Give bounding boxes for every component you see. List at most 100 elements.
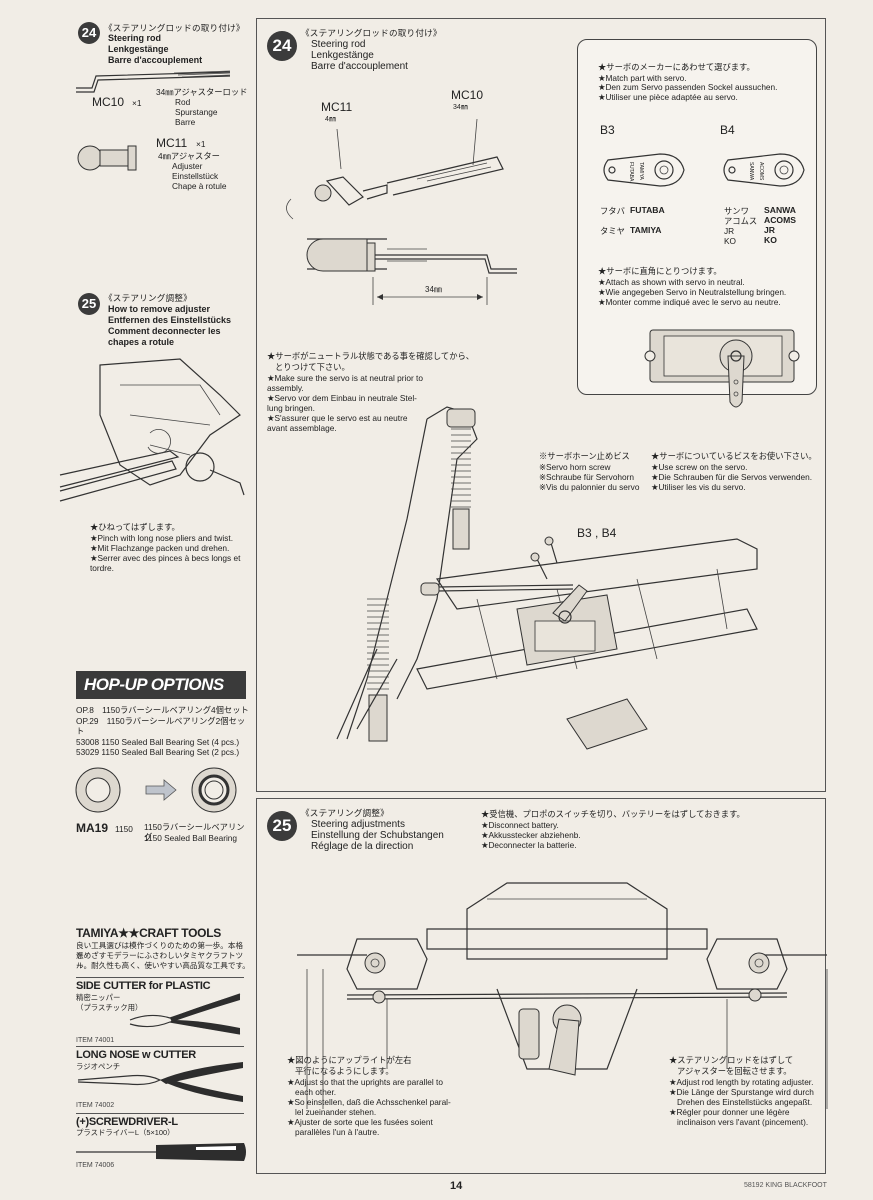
panel-mc10-label: MC10 xyxy=(451,88,484,102)
rod-adjust-note-fr-2: inclinaison vers l'avant (pincement). xyxy=(677,1117,809,1127)
page-number: 14 xyxy=(450,1180,463,1192)
b4-horn-text: ACOMS SANWA xyxy=(748,162,764,181)
adjuster-mc11-drawing xyxy=(77,145,137,171)
step-25-fr-title: Comment deconnecter les xyxy=(108,326,221,336)
servo-horn-b4-drawing xyxy=(723,153,805,187)
servo-horn-b3-drawing xyxy=(603,153,685,187)
upright-note-de-2: lel zueinander stehen. xyxy=(295,1107,377,1117)
mc10-code: MC10 xyxy=(92,95,125,109)
battery-note-en: ★Disconnect battery. xyxy=(481,820,559,830)
step-24-fr-title: Barre d'accouplement xyxy=(108,55,203,65)
hopup-op29: OP.29 1150ラバーシールベアリング2個セット xyxy=(76,716,246,736)
long-nose-item: ITEM 74002 xyxy=(76,1102,115,1109)
screw-note-fr: ※Vis du palonnier du servo xyxy=(539,482,640,492)
step-25-de-title: Entfernen des Einstellstücks xyxy=(108,315,232,325)
b3-brand-en-2: TAMIYA xyxy=(630,225,662,235)
long-nose-jp: ラジオペンチ xyxy=(76,1062,121,1071)
step-25-badge: 25 xyxy=(78,293,100,315)
screwdriver-jp: プラスドライバーL（5×100） xyxy=(76,1128,175,1137)
b3-label: B3 xyxy=(600,123,615,137)
b4-brand-jp-2: アコムス xyxy=(724,216,758,226)
left-column: 24 《ステアリングロッドの取り付け》 Steering rod Lenkges… xyxy=(0,0,250,1190)
step-25-panel-en: Steering adjustments xyxy=(311,819,405,830)
pinch-note-en: ★Pinch with long nose pliers and twist. xyxy=(90,533,234,543)
mc10-jp: 34㎜アジャスターロッド xyxy=(156,87,248,97)
pinch-note-fr-2: tordre. xyxy=(90,563,114,573)
b3-horn-text: TAMIYA FUTABA xyxy=(628,162,644,182)
mc10-de: Spurstange xyxy=(175,107,218,117)
step-24-de-title: Lenkgestänge xyxy=(108,44,169,54)
ma19-code: MA19 xyxy=(76,821,109,835)
panel-mc11-label: MC11 xyxy=(321,100,353,114)
craft-tools-title: TAMIYA★★CRAFT TOOLS xyxy=(76,926,221,940)
servo-attach-de: ★Wie angegeben Servo in Neutralstellung … xyxy=(598,287,787,297)
step-25-panel: 25 《ステアリング調整》 Steering adjustments Einst… xyxy=(256,798,828,1174)
neutral-note-jp-2: とりつけて下さい。 xyxy=(275,362,350,372)
neutral-note-de: ★Servo vor dem Einbau in neutrale Stel- xyxy=(267,393,417,403)
long-nose-icon xyxy=(77,1062,243,1102)
servo-match-de: ★Den zum Servo passenden Sockel aussuche… xyxy=(598,82,778,92)
pinch-note-jp: ★ひねってはずします。 xyxy=(90,522,180,532)
neutral-note-fr: ★S'assurer que le servo est au neutre xyxy=(267,413,408,423)
servo-attach-en: ★Attach as shown with servo in neutral. xyxy=(598,277,745,287)
screw-note-de: ※Schraube für Servohorn xyxy=(539,472,635,482)
b4-brand-en-2: ACOMS xyxy=(764,215,796,225)
step-24-panel-de: Lenkgestänge xyxy=(311,50,374,61)
hopup-item-53008: 53008 1150 Sealed Ball Bearing Set (4 pc… xyxy=(76,737,240,747)
mc11-en: Adjuster xyxy=(172,161,203,171)
b4-brand-jp-1: サンワ xyxy=(724,206,749,216)
b4-brand-en-4: KO xyxy=(764,235,777,245)
use-screw-de: ★Die Schrauben für die Servos verwenden. xyxy=(651,472,813,482)
step-24-panel-en: Steering rod xyxy=(311,39,366,50)
servo-attach-fr: ★Monter comme indiqué avec le servo au n… xyxy=(598,297,781,307)
mc11-fr: Chape à rotule xyxy=(172,181,227,191)
neutral-note-en: ★Make sure the servo is at neutral prior… xyxy=(267,373,423,383)
step-24-panel-jp-title: 《ステアリングロッドの取り付け》 xyxy=(301,28,442,38)
screw-note-en: ※Servo horn screw xyxy=(539,462,611,472)
step-25-jp-title: 《ステアリング調整》 xyxy=(104,293,192,303)
rod-length-dimension: 34㎜ xyxy=(425,285,442,294)
hopup-options-banner: HOP-UP OPTIONS xyxy=(76,671,246,699)
screwdriver-name: (+)SCREWDRIVER-L xyxy=(76,1116,178,1128)
mc10-fr: Barre xyxy=(175,117,196,127)
panel-mc11-size: 4㎜ xyxy=(325,116,336,123)
use-screw-en: ★Use screw on the servo. xyxy=(651,462,748,472)
panel-mc10-size: 34㎜ xyxy=(453,104,468,111)
b3-b4-callout: B3 , B4 xyxy=(577,526,617,540)
upright-note-jp-2: 平行になるようにします。 xyxy=(295,1066,394,1076)
model-footer: 58192 KING BLACKFOOT xyxy=(744,1182,827,1189)
upright-note-de: ★So einstellen, daß die Achsschenkel par… xyxy=(287,1097,451,1107)
battery-note-jp: ★受信機、プロポのスイッチを切り、バッテリーをはずしておきます。 xyxy=(481,809,745,819)
screw-note-jp: ※サーボホーン止めビス xyxy=(539,451,630,461)
step-24-panel-fr: Barre d'accouplement xyxy=(311,61,408,72)
servo-attach-jp: ★サーボに直角にとりつけます。 xyxy=(598,266,722,276)
step-25-panel-jp-title: 《ステアリング調整》 xyxy=(301,808,389,818)
b4-brand-jp-4: KO xyxy=(724,236,736,246)
rod-adjust-note-jp-2: アジャスターを回転させます。 xyxy=(677,1066,792,1076)
upright-note-fr: ★Ajuster de sorte que les fusées soient xyxy=(287,1117,433,1127)
neutral-note-en-2: assembly. xyxy=(267,383,304,393)
side-cutter-name: SIDE CUTTER for PLASTIC xyxy=(76,980,211,992)
step-25-panel-de: Einstellung der Schubstangen xyxy=(311,830,444,841)
ma19-en: 1150 Sealed Ball Bearing xyxy=(144,833,238,843)
side-cutter-jp: 精密ニッパー （プラスチック用） xyxy=(76,993,143,1012)
servo-match-en: ★Match part with servo. xyxy=(598,73,687,83)
step-24-en-title: Steering rod xyxy=(108,33,162,43)
hopup-op8: OP.8 1150ラバーシールベアリング4個セット xyxy=(76,705,249,715)
step-25-en-title: How to remove adjuster xyxy=(108,304,211,314)
rod-adjust-note-jp: ★ステアリングロッドをはずして xyxy=(669,1055,794,1065)
servo-match-jp: ★サーボのメーカーにあわせて選びます。 xyxy=(598,62,755,72)
mc11-qty: ×1 xyxy=(196,139,206,149)
b4-brand-en-3: JR xyxy=(764,225,775,235)
pinch-note-de: ★Mit Flachzange packen und drehen. xyxy=(90,543,230,553)
step-25-panel-badge: 25 xyxy=(267,811,297,841)
long-nose-name: LONG NOSE w CUTTER xyxy=(76,1049,196,1061)
pinch-note-fr: ★Serrer avec des pinces à becs longs et xyxy=(90,553,241,563)
ma19-size: 1150 xyxy=(115,824,133,834)
tool-divider-3 xyxy=(76,1113,244,1114)
mc11-code: MC11 xyxy=(156,136,188,150)
use-screw-fr: ★Utiliser les vis du servo. xyxy=(651,482,746,492)
battery-note-fr: ★Deconnecter la batterie. xyxy=(481,840,577,850)
craft-tools-desc-3: ル。耐久性も高く、使いやすい高品質な工具です。 xyxy=(76,961,250,970)
b4-label: B4 xyxy=(720,123,735,137)
